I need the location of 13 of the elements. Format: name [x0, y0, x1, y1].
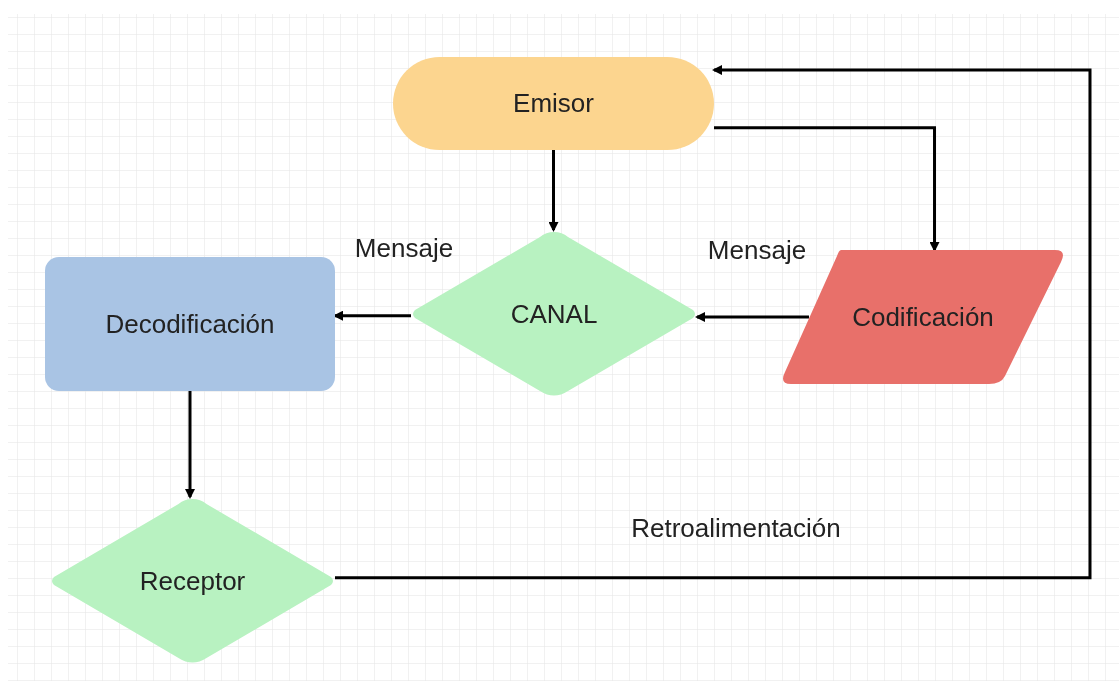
edge-label: Mensaje [354, 235, 454, 261]
arrow [548, 150, 559, 232]
edge-label: Retroalimentación [631, 515, 841, 541]
arrow [185, 391, 195, 499]
node-label: Emisor [513, 87, 594, 120]
node-label: Codificación [852, 300, 994, 334]
node-label: Decodificación [105, 307, 275, 341]
arrow [714, 126, 940, 252]
node-label: CANAL [510, 297, 598, 331]
arrow [695, 312, 809, 322]
edge-label: Mensaje [707, 237, 807, 263]
arrow [335, 65, 1092, 580]
node-label: Receptor [139, 564, 246, 598]
